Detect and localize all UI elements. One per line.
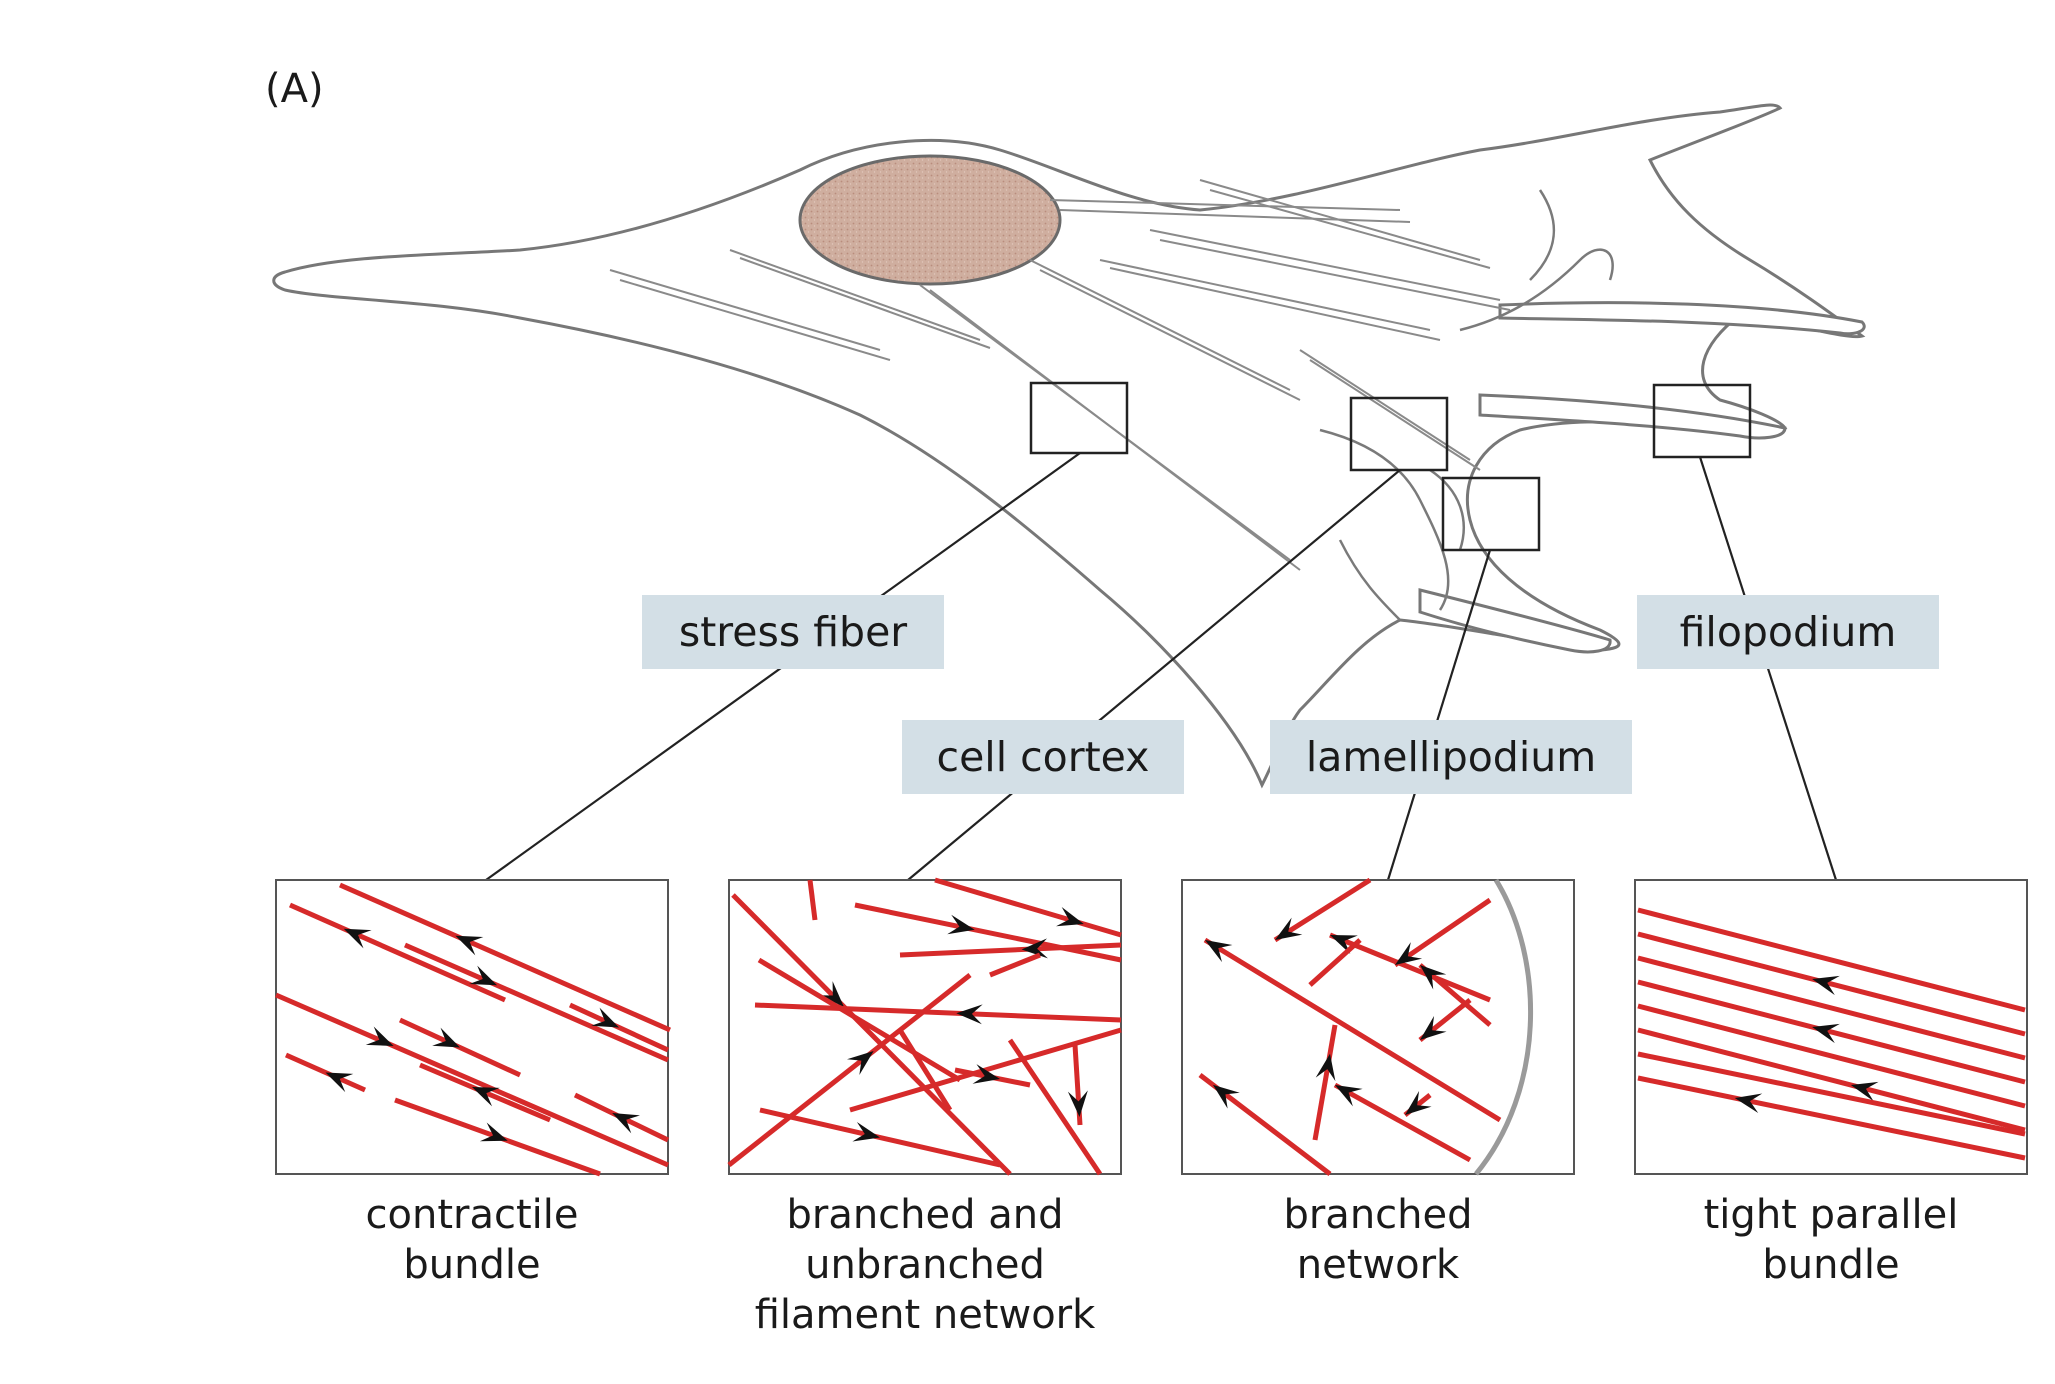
arrowhead	[1056, 907, 1084, 927]
arrowhead	[1021, 938, 1048, 959]
actin-filament	[731, 893, 1012, 1176]
caption-line: branched	[1283, 1192, 1473, 1238]
actin-filament	[1637, 931, 2026, 1037]
arrowhead	[1335, 1085, 1363, 1107]
arrowhead	[947, 914, 975, 935]
zoom-panels	[275, 879, 2028, 1175]
arrowhead	[479, 1122, 508, 1142]
arrowhead	[591, 1007, 619, 1028]
arrowhead	[1812, 975, 1840, 996]
arrowhead	[1850, 1081, 1879, 1102]
actin-filament	[897, 1028, 953, 1112]
actin-filament	[1637, 1003, 2026, 1109]
actin-filament	[1203, 937, 1502, 1123]
cell-outline	[272, 103, 1866, 789]
caption-branched-network: branched network	[1178, 1190, 1578, 1290]
actin-filament	[754, 1002, 1122, 1023]
arrowhead	[1315, 1053, 1336, 1082]
actin-filament	[934, 877, 1122, 938]
label-stress-fiber: stress fiber	[642, 595, 944, 669]
arrowhead	[818, 981, 844, 1007]
actin-filament	[727, 973, 972, 1167]
caption-line: bundle	[403, 1242, 541, 1288]
actin-filament	[1308, 938, 1362, 987]
panel-branched-unbranched	[728, 879, 1122, 1175]
label-lamellipodium: lamellipodium	[1270, 720, 1632, 794]
arrowhead	[1420, 1015, 1447, 1040]
arrowhead	[455, 935, 484, 956]
arrowhead	[612, 1113, 640, 1134]
caption-line: network	[1296, 1242, 1460, 1288]
nucleus	[798, 154, 1062, 286]
actin-filament	[1637, 1075, 2026, 1161]
arrowhead	[1405, 1090, 1432, 1115]
arrowhead	[432, 1027, 460, 1048]
actin-filament	[403, 942, 670, 1063]
arrowhead	[956, 1004, 983, 1025]
actin-filament	[854, 902, 1122, 963]
arrowhead	[1395, 942, 1423, 965]
caption-line: tight parallel	[1703, 1192, 1959, 1238]
caption-line: branched and	[786, 1192, 1064, 1238]
caption-line: unbranched	[805, 1242, 1045, 1288]
label-filopodium: filopodium	[1637, 595, 1939, 669]
filament-layer	[275, 877, 2026, 1177]
actin-filament	[757, 957, 962, 1083]
actin-filament	[1637, 1027, 2026, 1133]
actin-filament	[1393, 897, 1492, 968]
arrowhead	[972, 1064, 1000, 1084]
actin-filament	[1273, 877, 1372, 943]
filopodium-spike	[1418, 588, 1612, 654]
actin-filament	[807, 879, 818, 921]
arrowhead	[1213, 1084, 1240, 1109]
caption-line: bundle	[1762, 1242, 1900, 1288]
arrowhead	[365, 1026, 394, 1046]
actin-filament	[1007, 1038, 1103, 1176]
actin-filament	[338, 882, 672, 1033]
caption-contractile-bundle: contractile bundle	[272, 1190, 672, 1290]
actin-filament	[899, 942, 1122, 958]
arrowhead	[343, 928, 372, 949]
actin-filament	[1333, 1082, 1472, 1163]
actin-filament	[1312, 1024, 1338, 1141]
membrane-edge	[1474, 878, 1534, 1176]
arrowhead	[852, 1121, 880, 1142]
arrowhead	[469, 965, 498, 986]
lamellipodium-ruffles	[1319, 189, 1614, 621]
actin-filament	[288, 902, 507, 1003]
label-cell-cortex: cell cortex	[902, 720, 1184, 794]
arrowhead	[1275, 917, 1303, 940]
arrowhead	[325, 1072, 354, 1093]
arrowhead	[846, 1051, 874, 1075]
caption-line: filament network	[754, 1292, 1096, 1338]
actin-filament	[1637, 1051, 2026, 1137]
arrowhead	[1734, 1093, 1763, 1114]
arrowhead	[472, 1087, 500, 1107]
actin-filament	[275, 992, 669, 1168]
caption-branched-unbranched: branched and unbranched filament network	[725, 1190, 1125, 1340]
panel-label: (A)	[265, 66, 324, 112]
actin-filament	[1637, 955, 2026, 1061]
actin-filament	[1637, 907, 2026, 1013]
zoom-box-lamellipodium	[1441, 476, 1541, 552]
arrowhead	[1330, 935, 1358, 955]
filopodium-spike	[1478, 393, 1787, 440]
caption-line: contractile	[365, 1192, 579, 1238]
actin-filament	[989, 952, 1041, 978]
caption-tight-parallel: tight parallel bundle	[1631, 1190, 2031, 1290]
arrowhead	[1067, 1090, 1088, 1117]
filopodium-spike	[1498, 301, 1866, 336]
actin-filament	[1637, 979, 2026, 1085]
arrowhead	[1812, 1023, 1840, 1044]
arrowhead	[1420, 965, 1447, 990]
zoom-box-filopodium	[1652, 383, 1752, 459]
arrowhead	[1205, 940, 1233, 963]
stress-fiber-strokes	[609, 179, 1511, 571]
